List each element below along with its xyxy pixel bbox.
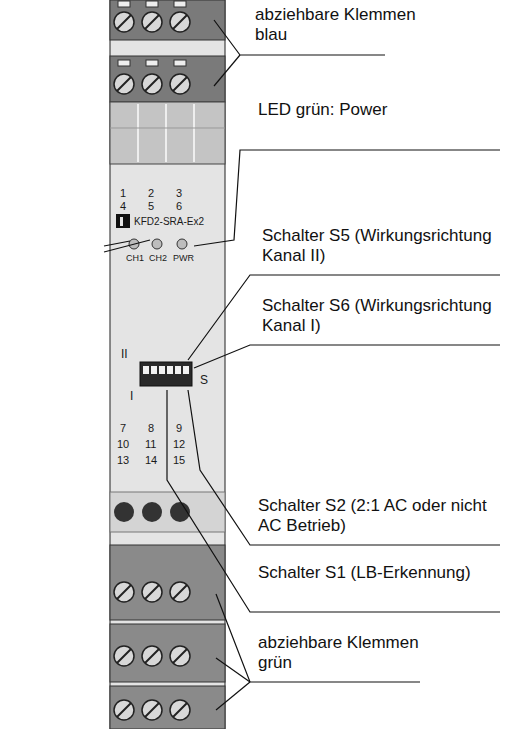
terminal-number: 9 xyxy=(176,423,182,434)
terminal-number: 3 xyxy=(176,188,182,199)
terminal-number: 2 xyxy=(148,188,154,199)
terminal-number: 1 xyxy=(120,188,126,199)
callout-label: Schalter S1 (LB-Erkennung) xyxy=(258,563,498,583)
terminal-number: 6 xyxy=(176,201,182,212)
led-label: PWR xyxy=(173,254,194,263)
callout-label: abziehbare Klemmen blau xyxy=(255,5,420,46)
cover xyxy=(110,102,225,164)
callout-label: Schalter S5 (Wirkungsrichtung Kanal II) xyxy=(262,226,500,267)
dip-switch xyxy=(140,362,192,386)
leader-line xyxy=(104,20,500,710)
terminal-number: 10 xyxy=(117,439,129,450)
callout-label: LED grün: Power xyxy=(258,100,438,120)
logo xyxy=(120,217,123,226)
terminal-number: 5 xyxy=(148,201,154,212)
callout-label: Schalter S2 (2:1 AC oder nicht AC Betrie… xyxy=(258,496,503,537)
callout-label: Schalter S6 (Wirkungsrichtung Kanal I) xyxy=(262,296,500,337)
terminal-number: 15 xyxy=(173,455,185,466)
model-name: KFD2-SRA-Ex2 xyxy=(134,217,204,227)
led-label: CH2 xyxy=(149,254,167,263)
terminal-block-top xyxy=(110,0,225,102)
switch-mark: S xyxy=(200,374,208,386)
channel-mark: I xyxy=(130,390,133,402)
terminal-number: 14 xyxy=(145,455,157,466)
terminal-number: 11 xyxy=(145,439,156,450)
terminal-number: 4 xyxy=(120,201,126,212)
housing xyxy=(110,0,225,729)
terminal-number: 13 xyxy=(117,455,129,466)
logo xyxy=(116,214,130,228)
terminal-number: 7 xyxy=(120,423,126,434)
terminal-block-bottom xyxy=(110,545,225,729)
led-label: CH1 xyxy=(126,254,144,263)
terminal-number: 8 xyxy=(148,423,154,434)
callout-label: abziehbare Klemmen grün xyxy=(258,633,423,674)
vent-hole xyxy=(110,492,225,532)
terminal-number: 12 xyxy=(173,439,185,450)
led xyxy=(129,239,187,249)
channel-mark: II xyxy=(121,348,128,360)
